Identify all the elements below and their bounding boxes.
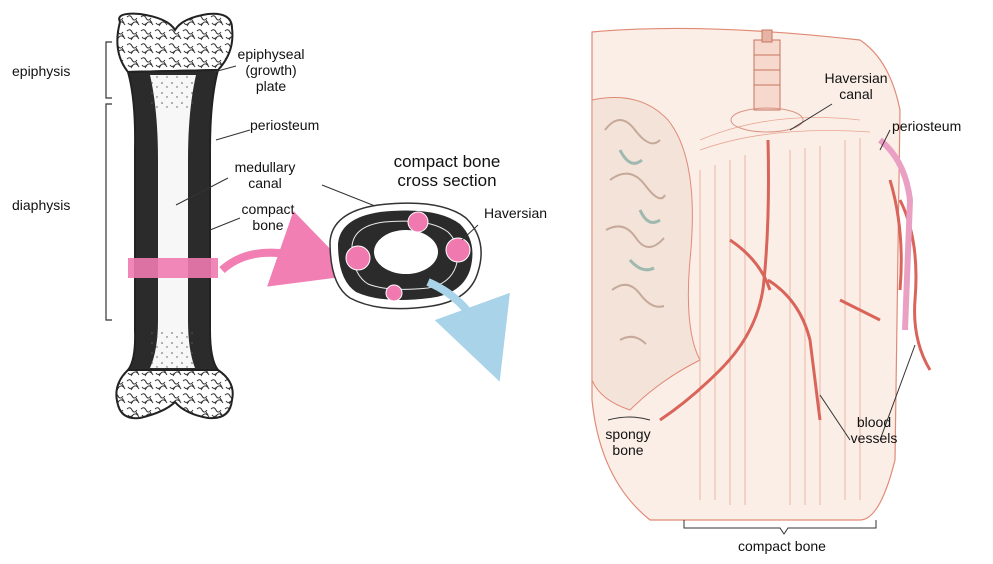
osteon-3 — [446, 238, 470, 262]
label-periosteum-right: periosteum — [892, 118, 961, 134]
long-bone — [116, 14, 232, 419]
osteon-column — [754, 40, 780, 110]
cross-section-band — [128, 258, 218, 278]
label-epiphyseal-plate: epiphyseal (growth) plate — [236, 46, 306, 94]
leader-periosteum-left — [216, 130, 250, 140]
label-haversian-canal: Haversian canal — [818, 70, 894, 102]
label-haversian-canal-line-1: Haversian — [818, 70, 894, 86]
osteon-4 — [386, 285, 402, 301]
label-epiphysis: epiphysis — [12, 63, 70, 79]
pink-arrow — [222, 253, 318, 270]
diaphysis-bracket — [106, 104, 112, 320]
bottom-epiphysis — [116, 370, 232, 418]
osteon-top — [762, 30, 772, 42]
osteon-1 — [346, 246, 370, 270]
spongy-bottom-dots — [150, 330, 196, 368]
top-epiphysis — [117, 14, 232, 72]
label-medullary-line-2: canal — [225, 175, 305, 191]
spongy-top-dots — [150, 75, 196, 110]
label-blood-line-2: vessels — [844, 430, 904, 446]
label-compact-bone-bottom: compact bone — [738, 538, 826, 554]
osteon-2 — [408, 212, 428, 232]
label-medullary-line-1: medullary — [225, 159, 305, 175]
label-haversian-left: Haversian — [484, 205, 547, 221]
label-diaphysis: diaphysis — [12, 197, 70, 213]
label-compact-left-line-2: bone — [236, 217, 300, 233]
label-periosteum-left: periosteum — [250, 117, 319, 133]
label-epiphyseal-line-2: (growth) — [236, 62, 306, 78]
label-epiphyseal-line-3: plate — [236, 78, 306, 94]
cross-section-medullary — [374, 230, 438, 274]
label-blood-vessels: blood vessels — [844, 414, 904, 446]
leader-cross-section — [322, 185, 375, 206]
label-cross-section-line-1: compact bone — [372, 152, 522, 171]
label-blood-line-1: blood — [844, 414, 904, 430]
label-cross-section-title: compact bone cross section — [372, 152, 522, 190]
epiphysis-bracket — [106, 42, 112, 98]
label-compact-bone-left: compact bone — [236, 201, 300, 233]
label-epiphyseal-line-1: epiphyseal — [236, 46, 306, 62]
label-medullary-canal: medullary canal — [225, 159, 305, 191]
cross-section — [330, 203, 481, 308]
label-spongy-bone: spongy bone — [600, 426, 656, 458]
compact-bone-bracket — [684, 520, 876, 534]
label-compact-left-line-1: compact — [236, 201, 300, 217]
label-haversian-canal-line-2: canal — [818, 86, 894, 102]
label-spongy-line-2: bone — [600, 442, 656, 458]
label-cross-section-line-2: cross section — [372, 171, 522, 190]
label-spongy-line-1: spongy — [600, 426, 656, 442]
